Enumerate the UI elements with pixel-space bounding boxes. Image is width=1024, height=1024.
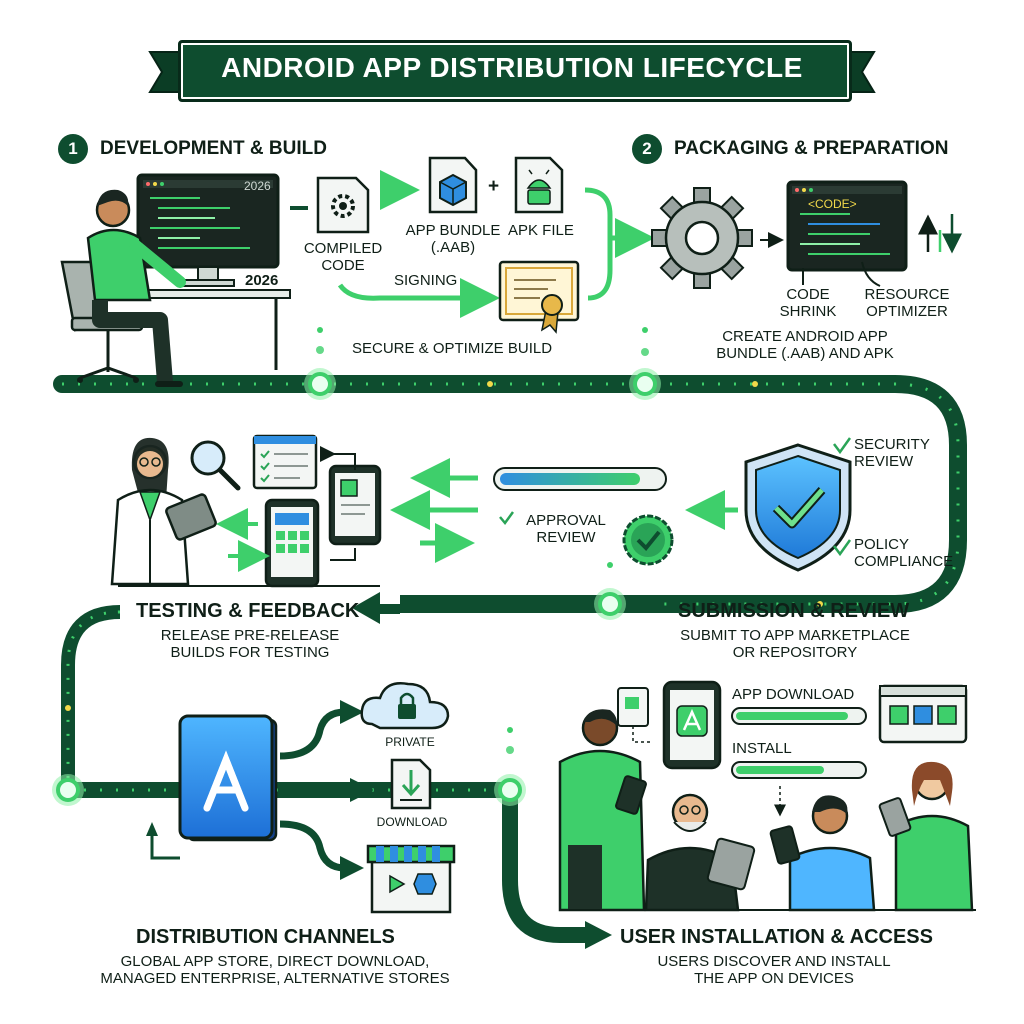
page-title: ANDROID APP DISTRIBUTION LIFECYCLE [221, 52, 803, 83]
cloud-lock-icon [360, 682, 450, 730]
security-review-label: SECURITY REVIEW [854, 436, 930, 471]
gear-document-icon [316, 176, 370, 234]
distribution-caption: GLOBAL APP STORE, DIRECT DOWNLOAD, MANAG… [100, 953, 450, 988]
stage-2-caption: CREATE ANDROID APP BUNDLE (.AAB) AND APK [716, 328, 894, 363]
install-title: USER INSTALLATION & ACCESS [620, 926, 933, 948]
approval-review-label: APPROVAL REVIEW [526, 512, 606, 547]
storefront-icon [366, 844, 456, 914]
checklist-icon [252, 434, 318, 490]
resource-optimizer-label: RESOURCE OPTIMIZER [864, 286, 950, 321]
user-group-icon [558, 709, 976, 912]
optimize-arrows-icon [918, 214, 962, 254]
check-badge-icon [622, 514, 674, 566]
testing-devices [118, 434, 382, 588]
install-label: INSTALL [732, 740, 792, 757]
developer-workstation [60, 173, 291, 387]
policy-compliance-label: POLICY COMPLIANCE [854, 536, 954, 571]
download-label: DOWNLOAD [376, 815, 448, 829]
app-store-icon [178, 714, 278, 842]
code-window-icon [786, 180, 908, 272]
compiled-code-label: COMPILED CODE [303, 240, 383, 275]
stage-1-badge: 1 [58, 134, 88, 164]
submission-title: SUBMISSION & REVIEW [678, 600, 910, 622]
distribution-title: DISTRIBUTION CHANNELS [136, 926, 395, 948]
browser-window-icon [878, 684, 968, 744]
testing-caption: RELEASE PRE-RELEASE BUILDS FOR TESTING [160, 627, 340, 662]
gear-icon [651, 187, 753, 289]
plus-sign: + [488, 176, 500, 197]
build-flow [290, 156, 655, 334]
stage-1-caption: SECURE & OPTIMIZE BUILD [352, 340, 553, 357]
tablet-icon [328, 464, 382, 546]
app-bundle-box-icon [428, 156, 478, 214]
private-label: PRIVATE [385, 735, 435, 749]
certificate-icon [498, 260, 580, 334]
desk-year: 2026 [245, 272, 279, 289]
shield-check-icon [744, 443, 852, 572]
submission-caption: SUBMIT TO APP MARKETPLACE OR REPOSITORY [680, 627, 910, 662]
stage-2-badge: 2 [632, 134, 662, 164]
title-banner [178, 40, 852, 102]
apk-file-label: APK FILE [508, 222, 574, 239]
tester-person-icon [110, 437, 217, 586]
monitor-icon [136, 173, 280, 287]
stage-1-title: DEVELOPMENT & BUILD [100, 138, 327, 159]
path-nodes [52, 327, 823, 806]
install-ui [617, 680, 867, 817]
code-tag: <code> [808, 197, 857, 211]
testing-title: TESTING & FEEDBACK [136, 600, 360, 622]
download-file-icon [390, 758, 432, 810]
magnifier-icon [190, 440, 241, 491]
app-download-label: APP DOWNLOAD [732, 686, 855, 703]
install-caption: USERS DISCOVER AND INSTALL THE APP ON DE… [657, 953, 891, 988]
progress-bar-icon [493, 467, 667, 491]
developer-person-icon [86, 189, 186, 387]
phone-icon [264, 498, 320, 588]
app-bundle-label: APP BUNDLE (.AAB) [405, 222, 501, 257]
monitor-year: 2026 [244, 179, 271, 193]
code-shrink-label: CODE SHRINK [779, 286, 837, 321]
signing-label: SIGNING [394, 272, 458, 289]
stage-2-title: PACKAGING & PREPARATION [674, 138, 949, 159]
android-file-icon [514, 156, 564, 214]
